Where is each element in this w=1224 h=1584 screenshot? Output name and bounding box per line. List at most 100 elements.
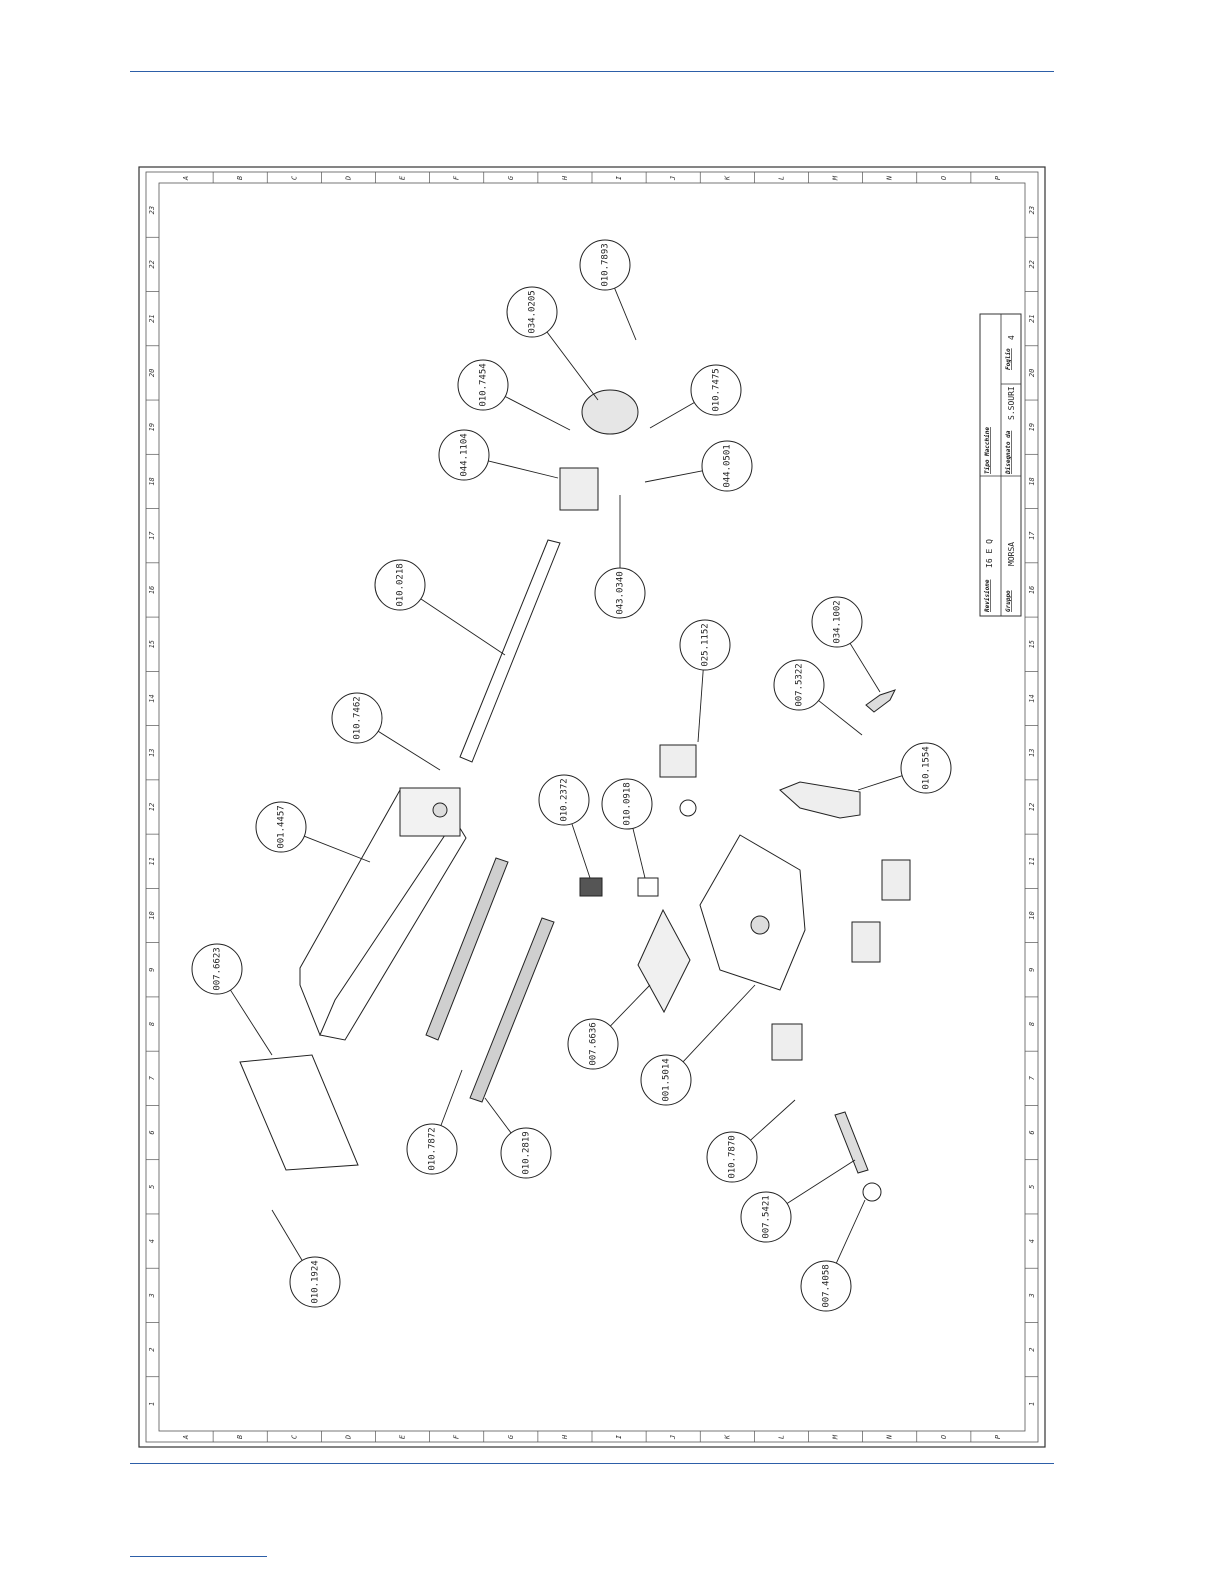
zone-number-right: 7: [1028, 1075, 1036, 1080]
callout-circle: [706, 1131, 758, 1183]
zone-number-right: 23: [1028, 206, 1036, 214]
callout-010-7893: 010.7893: [579, 239, 637, 341]
leader-line: [835, 1199, 866, 1264]
zone-letter-bottom: O: [940, 1435, 948, 1439]
zone-number-left: 16: [148, 586, 156, 594]
callout-circle: [289, 1256, 341, 1308]
zone-number-right: 8: [1028, 1022, 1036, 1026]
zone-letter-top: E: [399, 175, 407, 180]
callout-label: 010.2819: [522, 1131, 532, 1174]
callout-label: 007.5322: [795, 663, 805, 706]
spring-coil-part: [637, 877, 659, 897]
callout-circle: [690, 364, 742, 416]
callout-label: 044.1104: [460, 433, 470, 476]
zone-letter-top: N: [886, 175, 894, 181]
zone-letter-bottom: N: [886, 1434, 894, 1440]
pad-part: [637, 908, 691, 1014]
runner-block-4: [771, 1023, 803, 1061]
sheet-label: Foglio: [1005, 348, 1012, 370]
leader-line: [644, 470, 703, 483]
zone-letter-bottom: D: [344, 1435, 352, 1440]
leader-line: [271, 1209, 303, 1261]
zone-letter-bottom: P: [994, 1434, 1002, 1439]
zone-number-left: 9: [148, 968, 156, 972]
callout-circle: [773, 659, 825, 711]
callout-circle: [331, 692, 383, 744]
zone-letter-top: C: [290, 175, 298, 180]
callout-label: 007.6623: [213, 947, 223, 990]
callout-label: 010.7475: [712, 368, 722, 411]
zone-letter-top: I: [615, 175, 623, 180]
leader-line: [484, 1097, 512, 1134]
zone-number-left: 6: [148, 1130, 156, 1134]
leader-line: [818, 700, 863, 736]
shaft-part: [459, 539, 561, 763]
zone-number-left: 21: [148, 314, 156, 322]
zone-number-right: 15: [1028, 640, 1036, 648]
callout-label: 007.5421: [762, 1195, 772, 1238]
zone-letter-bottom: M: [832, 1434, 840, 1440]
leader-line: [571, 823, 591, 879]
zone-number-left: 12: [148, 803, 156, 811]
callout-007-5322: 007.5322: [773, 659, 863, 736]
guide-rail-upper: [425, 857, 509, 1041]
zone-number-left: 13: [148, 749, 156, 757]
zone-letter-bottom: B: [236, 1435, 244, 1439]
callout-label: 034.0205: [528, 290, 538, 333]
zone-number-left: 17: [148, 531, 156, 540]
callout-007-6636: 007.6636: [567, 984, 651, 1070]
zone-letter-top: O: [940, 176, 948, 180]
zone-number-left: 15: [148, 640, 156, 648]
callout-label: 010.7870: [728, 1135, 738, 1178]
callout-circle: [800, 1260, 852, 1312]
zone-number-left: 20: [148, 369, 156, 377]
callout-circle: [438, 429, 490, 481]
callout-circle: [900, 742, 952, 794]
revision-value: I6 E Q: [985, 539, 994, 568]
lead-screw-part: [834, 1111, 869, 1174]
leader-line: [610, 984, 651, 1027]
zone-number-right: 20: [1028, 369, 1036, 377]
callout-circle: [255, 801, 307, 853]
leader-line: [649, 402, 695, 429]
zone-number-right: 12: [1028, 803, 1036, 811]
leader-line: [440, 1069, 463, 1126]
leader-line: [682, 984, 756, 1063]
leader-line: [614, 287, 637, 341]
zone-number-left: 19: [148, 423, 156, 431]
zone-number-right: 16: [1028, 586, 1036, 594]
zone-letter-bottom: I: [615, 1434, 623, 1439]
revision-label: Revisione: [984, 579, 991, 612]
title-block: Revisione I6 E Q Tipo Macchine Gruppo MO…: [979, 313, 1022, 617]
zone-number-left: 4: [148, 1239, 156, 1243]
callout-label: 010.7462: [353, 696, 363, 739]
callout-circle: [579, 239, 631, 291]
callout-label: 007.4058: [822, 1264, 832, 1307]
bracket-part: [779, 781, 861, 819]
zone-number-right: 22: [1028, 260, 1036, 268]
zone-number-left: 7: [148, 1075, 156, 1080]
zone-number-right: 4: [1028, 1239, 1036, 1243]
nut-part: [862, 1182, 882, 1202]
zone-number-right: 1: [1028, 1402, 1036, 1406]
callout-label: 010.0218: [396, 563, 406, 606]
callout-010-0218: 010.0218: [374, 559, 506, 656]
callout-label: 025.1152: [701, 623, 711, 666]
zone-letter-top: M: [832, 175, 840, 181]
carriage-part: [699, 834, 806, 991]
guide-rail-lower: [469, 917, 555, 1103]
bushing-part: [679, 799, 697, 817]
zone-letter-top: H: [561, 175, 569, 181]
leader-line: [750, 1099, 796, 1141]
callout-label: 034.1002: [833, 600, 843, 643]
zone-number-left: 1: [148, 1402, 156, 1406]
callout-circle: [457, 359, 509, 411]
zone-letter-top: K: [723, 175, 731, 181]
callout-circle: [506, 286, 558, 338]
zone-number-left: 10: [148, 911, 156, 919]
zone-number-right: 13: [1028, 749, 1036, 757]
handwheel-part: [581, 389, 639, 435]
zone-letter-bottom: G: [507, 1434, 515, 1439]
runner-block-1: [659, 744, 697, 778]
